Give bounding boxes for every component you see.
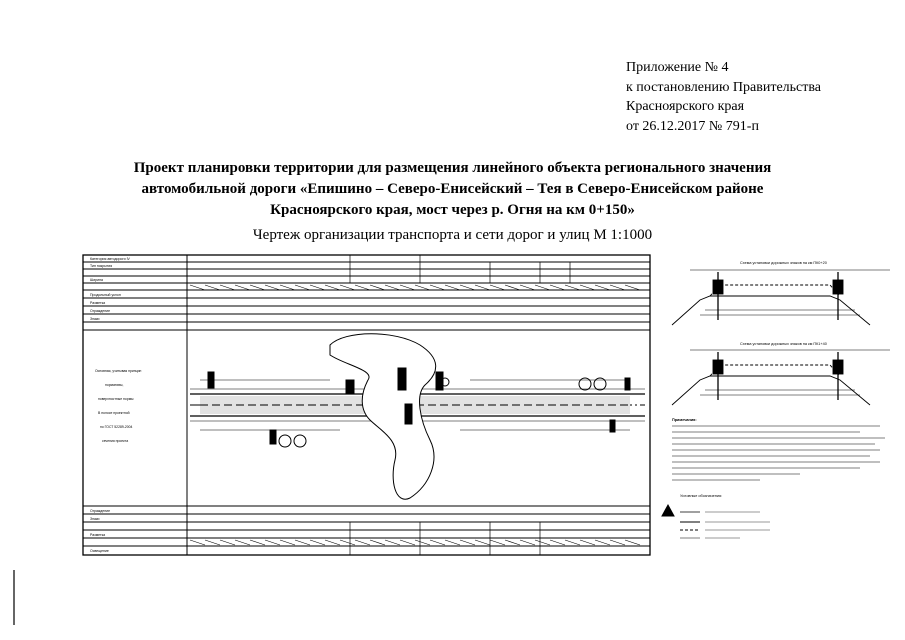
appendix-line-4: от 26.12.2017 № 791-п — [626, 118, 759, 134]
svg-text:Категория автодороги IV: Категория автодороги IV — [90, 257, 131, 261]
legend-title: Условные обозначения: — [680, 494, 722, 498]
drawing-subtitle: Чертеж организации транспорта и сети дор… — [252, 227, 653, 243]
document-title: Проект планировки территории для размеще… — [100, 158, 805, 221]
section-bottom-title: Схема установки дорожных знаков на км ПК… — [740, 342, 827, 346]
title-line-1: Проект планировки территории для размеще… — [133, 160, 772, 176]
appendix-line-3: Красноярского края — [626, 99, 745, 114]
svg-text:Знаки: Знаки — [90, 317, 100, 321]
appendix-line-1: Приложение № 4 — [626, 60, 729, 75]
side-label-5: по ГОСТ 52289-2004 — [100, 425, 133, 429]
svg-text:Ограждение: Ограждение — [90, 509, 110, 513]
side-label-3: поверхностные нормы — [98, 397, 134, 401]
side-label-4: В полосе проектной — [98, 411, 130, 415]
side-label-1: Основная, учитывая принцип — [95, 369, 141, 373]
appendix-line-2: к постановлению Правительства — [626, 79, 822, 95]
svg-text:Знаки: Знаки — [90, 517, 100, 521]
svg-text:Разметка: Разметка — [90, 533, 105, 537]
appendix-header: Приложение № 4 к постановлению Правитель… — [626, 58, 821, 136]
svg-text:Освещение: Освещение — [90, 549, 109, 553]
svg-text:Ширина: Ширина — [90, 278, 103, 282]
notes-title: Примечания: — [672, 418, 697, 422]
title-line-3: Красноярского края, мост через р. Огня н… — [270, 202, 635, 218]
side-label-6: сечения проекта — [102, 439, 128, 443]
svg-text:Тип покрытия: Тип покрытия — [90, 264, 112, 268]
svg-text:Ограждение: Ограждение — [90, 309, 110, 313]
section-top-title: Схема установки дорожных знаков на км ПК… — [740, 261, 827, 265]
title-line-2: автомобильной дороги «Епишино – Северо-Е… — [141, 181, 764, 197]
side-label-2: нормативы, — [105, 383, 123, 387]
svg-text:Разметка: Разметка — [90, 301, 105, 305]
svg-text:Продольный уклон: Продольный уклон — [90, 293, 121, 297]
